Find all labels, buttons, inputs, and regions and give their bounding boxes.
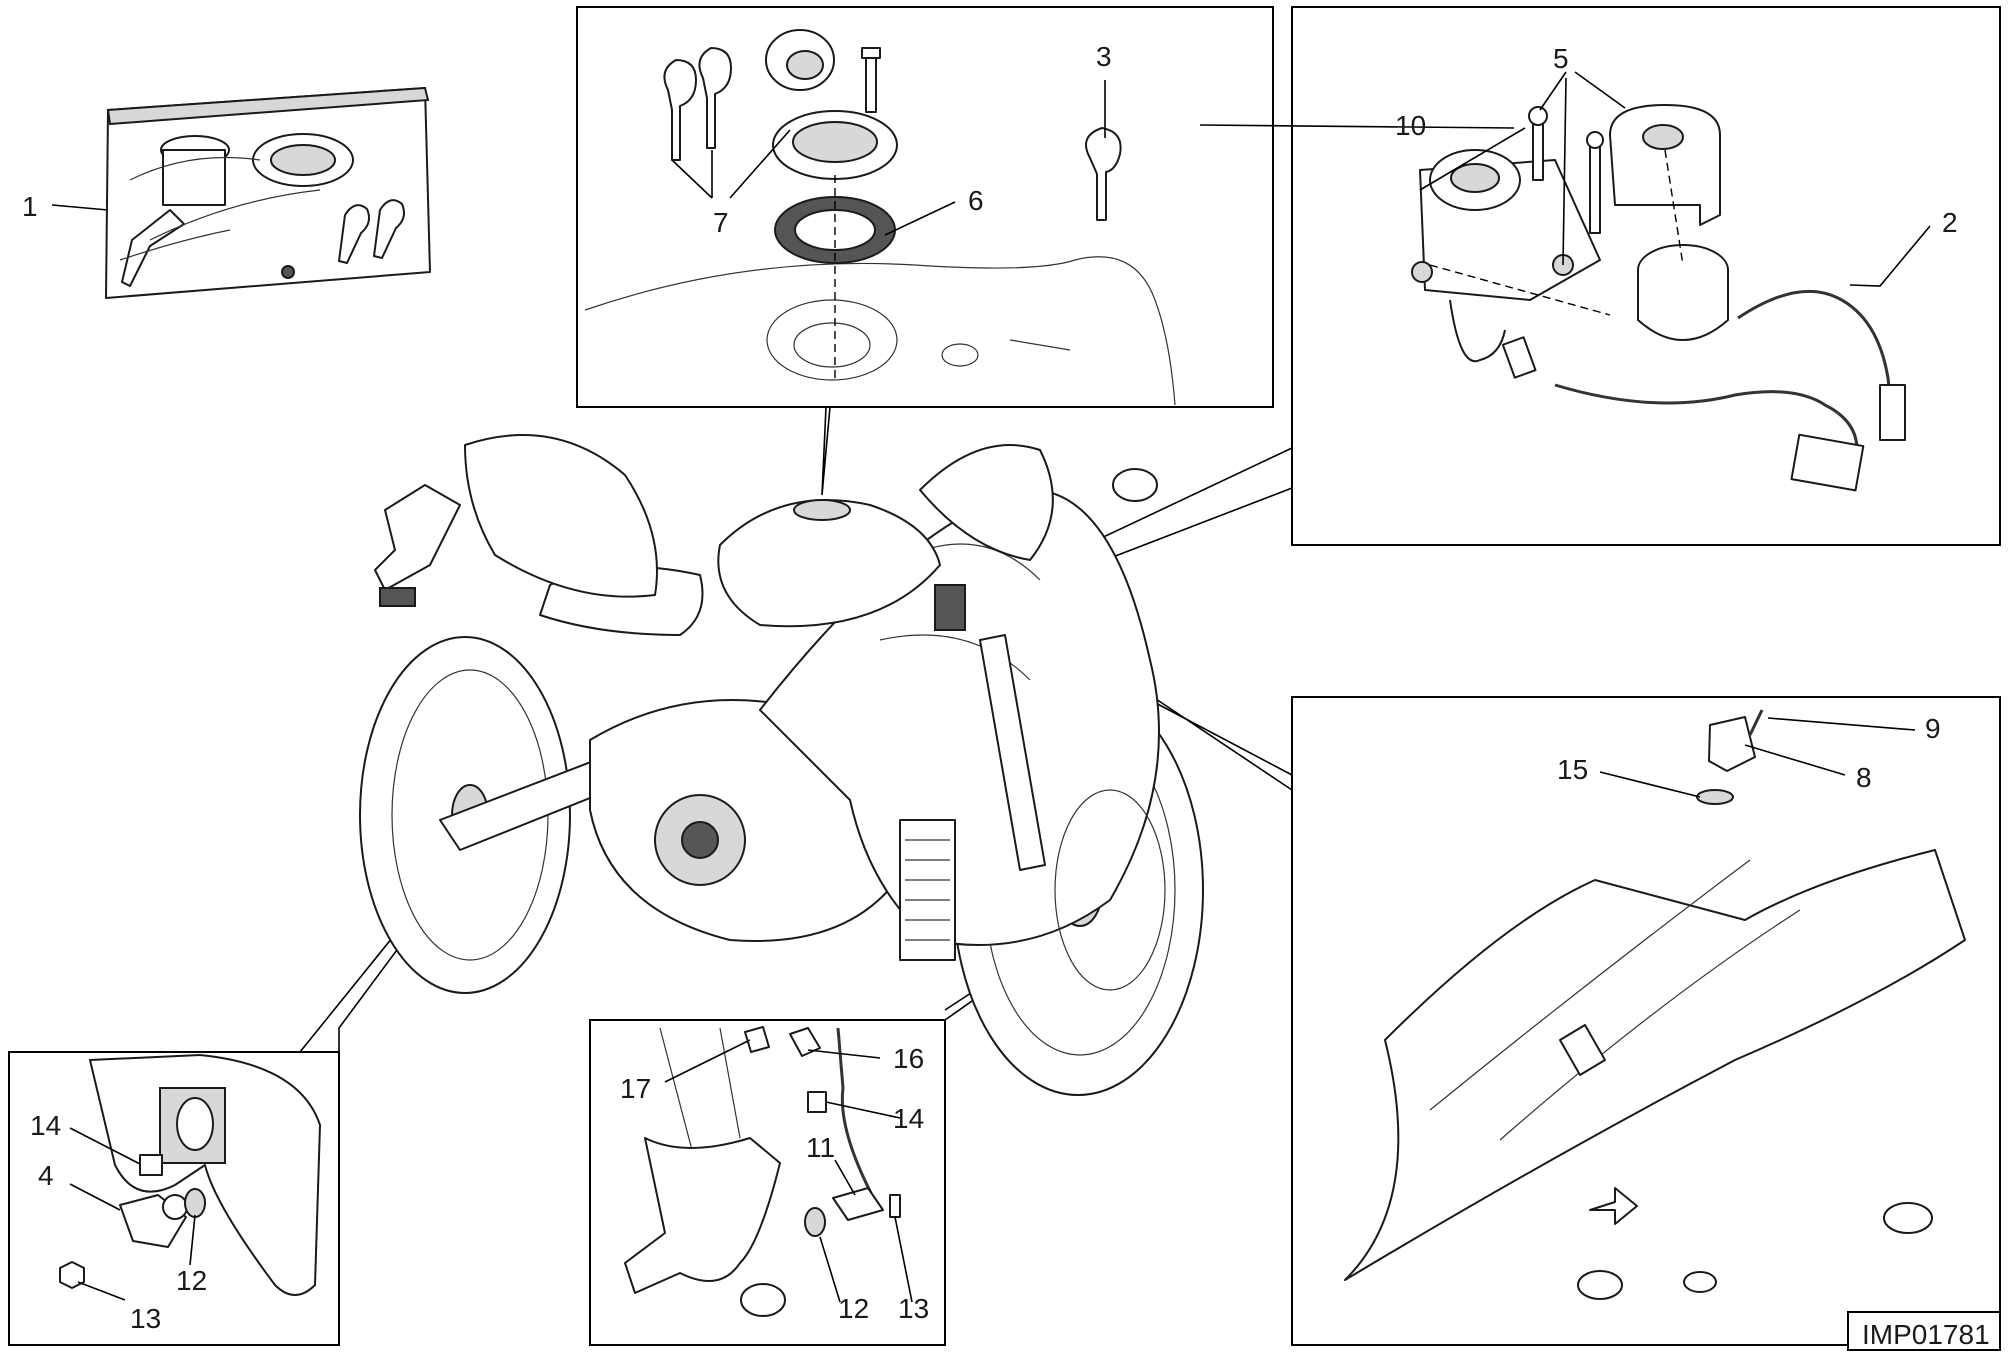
callout-labels: 1 2 3 4 5 6 7 8 9 10 11 12 12 13 13 14 1…: [22, 41, 1958, 1334]
callout-2: 2: [1942, 207, 1958, 238]
callout-12-front: 12: [838, 1293, 869, 1324]
callout-14-front: 14: [893, 1103, 924, 1134]
ignition-keys: [663, 47, 732, 161]
leader-lines: [51, 71, 1931, 1303]
callout-5: 5: [1553, 43, 1569, 74]
drawing-code: IMP01781: [1862, 1319, 1990, 1350]
callout-17: 17: [620, 1073, 651, 1104]
ignition-lock-kit-panel: [105, 86, 431, 299]
callout-14-rear: 14: [30, 1110, 61, 1141]
callout-4: 4: [38, 1160, 54, 1191]
rear-speed-sensor-assembly: [59, 1054, 321, 1296]
callout-16: 16: [893, 1043, 924, 1074]
spare-key: [1085, 127, 1122, 221]
callout-9: 9: [1925, 713, 1941, 744]
fuel-cap-assembly: [584, 29, 1176, 406]
steering-lock-assembly: [1411, 104, 1906, 492]
callout-3: 3: [1096, 41, 1112, 72]
callout-8: 8: [1856, 762, 1872, 793]
callout-13-front: 13: [898, 1293, 929, 1324]
callout-13-rear: 13: [130, 1303, 161, 1334]
callout-11: 11: [806, 1132, 835, 1163]
callout-15: 15: [1557, 754, 1588, 785]
motorcycle-overview: [359, 434, 1204, 1096]
drawing-code-box: IMP01781: [1847, 1311, 2001, 1351]
sensor-bracket-assembly: [1344, 709, 1966, 1300]
callout-6: 6: [968, 185, 984, 216]
callout-1: 1: [22, 191, 38, 222]
front-speed-sensor-assembly: [624, 1026, 901, 1317]
callout-10: 10: [1395, 110, 1426, 141]
callout-7: 7: [713, 207, 729, 238]
callout-12-rear: 12: [176, 1265, 207, 1296]
